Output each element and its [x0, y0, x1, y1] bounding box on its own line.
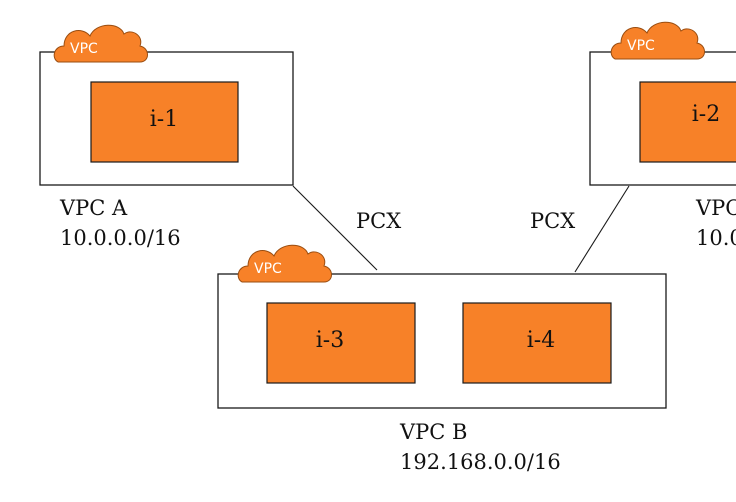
peering-label-right: PCX: [530, 209, 575, 233]
vpc-c-cloud-label: VPC: [627, 38, 655, 54]
vpc-b-name: VPC B: [399, 420, 467, 444]
vpc-a-cidr: 10.0.0.0/16: [60, 226, 181, 250]
peering-line-a-b: [292, 185, 378, 271]
vpc-b-cloud-label: VPC: [254, 261, 282, 277]
instance-i-1: [90, 81, 239, 163]
vpc-c: VPC i-2 VPC 10.0: [589, 21, 736, 250]
vpc-c-name: VPC: [695, 196, 736, 220]
instance-i-3: [266, 302, 416, 384]
instance-i-2-label: i-2: [692, 102, 720, 127]
vpc-b: VPC i-3 i-4 VPC B 192.168.0.0/16: [217, 244, 667, 474]
vpc-b-cloud-icon: VPC: [237, 244, 332, 283]
peering-line-c-b: [574, 185, 630, 273]
vpc-a-name: VPC A: [59, 196, 128, 220]
peering-label-left: PCX: [356, 209, 401, 233]
instance-i-4: [462, 302, 612, 384]
instance-i-4-label: i-4: [527, 328, 555, 353]
instance-i-2: [639, 81, 736, 163]
vpc-c-cloud-icon: VPC: [610, 21, 705, 60]
vpc-a-cloud-icon: VPC: [53, 24, 148, 63]
vpc-c-cidr: 10.0: [696, 226, 736, 250]
instance-i-1-label: i-1: [150, 107, 178, 132]
vpc-b-cidr: 192.168.0.0/16: [400, 450, 561, 474]
vpc-a-cloud-label: VPC: [70, 41, 98, 57]
instance-i-3-label: i-3: [316, 328, 344, 353]
vpc-a: VPC i-1 VPC A 10.0.0.0/16: [39, 24, 294, 250]
